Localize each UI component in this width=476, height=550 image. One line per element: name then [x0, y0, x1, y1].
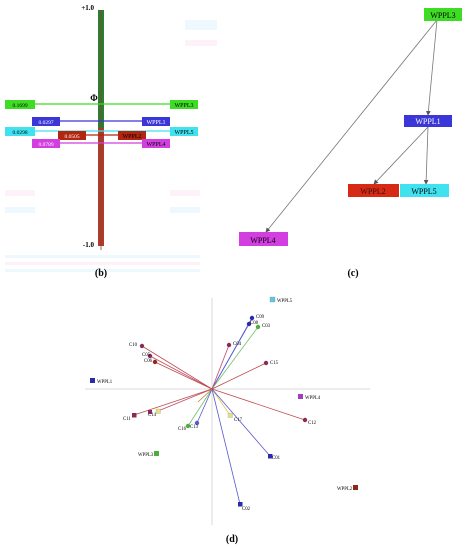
criterion-label-c09: C09: [256, 315, 265, 320]
alt-label-wppl5: WPPL5: [277, 299, 293, 304]
alt-point-wppl4: [298, 394, 303, 399]
criterion-point-c02: [238, 502, 243, 507]
edge-wppl3-wppl4: [265, 19, 438, 233]
criterion-point-c11: [132, 413, 137, 418]
bar-wppl3-value-box: [5, 100, 35, 109]
bar-wppl4-value: 0.0789: [38, 142, 53, 148]
criterion-point-c15: [263, 360, 269, 366]
criterion-label-c12: C12: [308, 421, 317, 426]
bar-wppl1-name: WPPL1: [146, 120, 165, 126]
node-wppl1: [404, 115, 452, 127]
alt-point-wppl3: [154, 451, 159, 456]
panel-d: C09 C08 C03 C04 C10 C05 C06 C15 C14 C11 …: [85, 296, 370, 545]
bar-wppl3-value: 0.1699: [12, 103, 27, 109]
bar-wppl2-name-box: [118, 131, 146, 140]
criterion-point-c10: [139, 343, 145, 349]
criterion-point-c16b: [185, 423, 191, 429]
bar-wppl5-name: WPPL5: [174, 130, 193, 136]
alt-point-wppl1: [90, 378, 95, 383]
panel-b: +1.0 -1.0 Φ 0.1699 WPPL3 0.0297 WPPL1 0.…: [5, 4, 217, 279]
edge-wppl1-wppl5: [423, 126, 429, 185]
edge-wppl3-wppl1: [425, 19, 438, 116]
criterion-point-c12: [302, 417, 308, 423]
criteria-points: C09 C08 C03 C04 C10 C05 C06 C15 C14 C11 …: [123, 315, 317, 512]
node-wppl2: [348, 184, 399, 197]
bar-wppl1-name-box: [142, 117, 170, 126]
criterion-point-c04: [226, 342, 232, 348]
criterion-label-c03: C03: [262, 324, 271, 329]
bar-wppl3-name-box: [170, 100, 198, 109]
faint-ghost-rows: [5, 20, 217, 272]
criterion-point-c01: [268, 454, 273, 459]
criterion-label-c17: C17: [234, 418, 243, 423]
alt-label-wppl2: WPPL2: [337, 487, 353, 492]
criterion-point-c09: [249, 315, 255, 321]
node-wppl5-label: WPPL5: [411, 187, 436, 196]
bar-wppl1-value-box: [32, 117, 60, 126]
panel-d-caption: (d): [226, 534, 238, 545]
alt-label-wppl4: WPPL4: [305, 396, 321, 401]
bar-wppl5-value-box: [5, 127, 35, 136]
edge-wppl1-wppl2: [373, 126, 429, 185]
node-wppl3-label: WPPL3: [430, 11, 455, 20]
node-wppl2-label: WPPL2: [360, 187, 385, 196]
criterion-label-c13: C13: [190, 425, 199, 430]
node-wppl5: [400, 184, 449, 197]
phi-label: Φ: [90, 93, 98, 103]
bar-wppl2-value: 0.0505: [64, 134, 79, 140]
criterion-point-c16: [148, 410, 152, 414]
bar-wppl2-name: WPPL2: [122, 134, 141, 140]
criterion-point-c13: [194, 420, 200, 426]
criterion-label-c11: C11: [123, 417, 131, 422]
criterion-label-c16: C16: [178, 427, 187, 432]
alternative-points: WPPL5 WPPL4 WPPL1 WPPL3 WPPL2: [90, 296, 358, 492]
axis-bottom-label: -1.0: [83, 241, 95, 249]
bar-wppl5-name-box: [170, 127, 198, 136]
panel-c: WPPL3 WPPL1 WPPL2 WPPL5 WPPL4 (c): [239, 8, 462, 279]
bar-wppl2-value-box: [58, 131, 86, 140]
bar-wppl4-name-box: [142, 139, 170, 148]
criterion-point-c05: [147, 353, 153, 359]
alt-point-wppl5: [269, 296, 276, 303]
panel-b-caption: (b): [95, 268, 107, 279]
criterion-label-c08: C08: [250, 321, 259, 326]
alt-label-wppl1: WPPL1: [97, 380, 113, 385]
bar-wppl4-value-box: [32, 139, 60, 148]
criterion-point-c14: [155, 408, 161, 414]
criterion-label-c01: C01: [272, 456, 281, 461]
node-wppl4: [239, 232, 288, 246]
criterion-point-c03: [255, 324, 261, 330]
bar-wppl4-name: WPPL4: [146, 142, 165, 148]
bar-wppl1-value: 0.0297: [38, 120, 53, 126]
criterion-point-c17: [227, 412, 233, 418]
axis-top-label: +1.0: [81, 4, 94, 12]
panel-c-caption: (c): [347, 268, 358, 279]
criterion-point-c06: [152, 359, 158, 365]
node-wppl1-label: WPPL1: [415, 117, 440, 126]
criterion-label-c10: C10: [129, 343, 138, 348]
criterion-label-c02: C02: [242, 507, 251, 512]
node-wppl4-label: WPPL4: [250, 236, 275, 245]
alt-point-wppl2: [353, 485, 358, 490]
node-wppl3: [424, 8, 462, 21]
criterion-label-c05: C05: [142, 353, 151, 358]
criterion-point-c08: [246, 321, 252, 327]
bar-wppl5-value: 0.0298: [12, 130, 27, 136]
criterion-label-c14: C14: [148, 413, 157, 418]
bar-wppl3-name: WPPL3: [174, 103, 193, 109]
criterion-label-c04: C04: [233, 342, 242, 347]
alt-label-wppl3: WPPL3: [138, 453, 154, 458]
criteria-vectors: [133, 317, 306, 505]
criterion-label-c15: C15: [270, 361, 279, 366]
criterion-label-c06: C06: [144, 359, 153, 364]
